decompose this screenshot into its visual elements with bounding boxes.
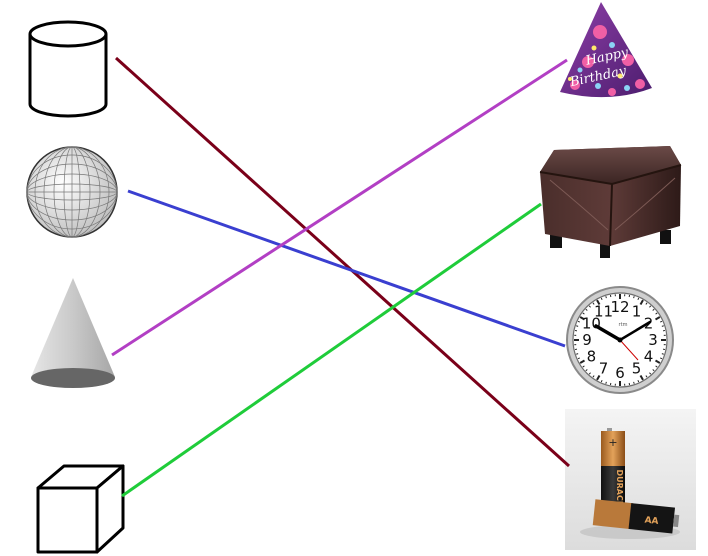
connection-sphere-clock	[127, 189, 566, 348]
clock-number: 11	[594, 302, 613, 320]
svg-text:+: +	[608, 436, 617, 449]
battery-brand-standing: DURACELL	[615, 469, 624, 516]
clock-number: 3	[648, 331, 658, 349]
clock-number: 1	[632, 302, 642, 320]
clock-number: 4	[644, 348, 654, 366]
sphere-icon	[26, 146, 118, 238]
connection-cone-partyhat	[111, 58, 568, 357]
battery-lying: AA	[592, 499, 680, 534]
clock-minute-hand	[618, 320, 652, 342]
ottoman-icon	[539, 146, 682, 258]
cone-icon	[31, 278, 115, 388]
clock-number: 9	[582, 331, 592, 349]
cube-icon	[36, 464, 125, 554]
clock-brand: rtm	[619, 322, 628, 328]
clock-hour-hand	[594, 324, 622, 342]
battery-size-label: AA	[644, 516, 659, 527]
clock-number: 8	[587, 348, 597, 366]
clock-number: 12	[610, 298, 629, 316]
clock-number: 6	[615, 364, 625, 382]
batteries-icon: + DURACELL AA	[565, 409, 696, 550]
clock-second-hand	[619, 339, 639, 361]
clock-icon: 121234567891011 rtm	[566, 286, 674, 394]
connection-cube-ottoman	[121, 202, 542, 498]
party-hat-icon: Happy Birthday	[560, 2, 652, 98]
clock-number: 7	[599, 360, 609, 378]
cylinder-icon	[28, 20, 108, 118]
clock-number: 5	[632, 360, 642, 378]
connection-cylinder-batteries	[114, 56, 571, 468]
